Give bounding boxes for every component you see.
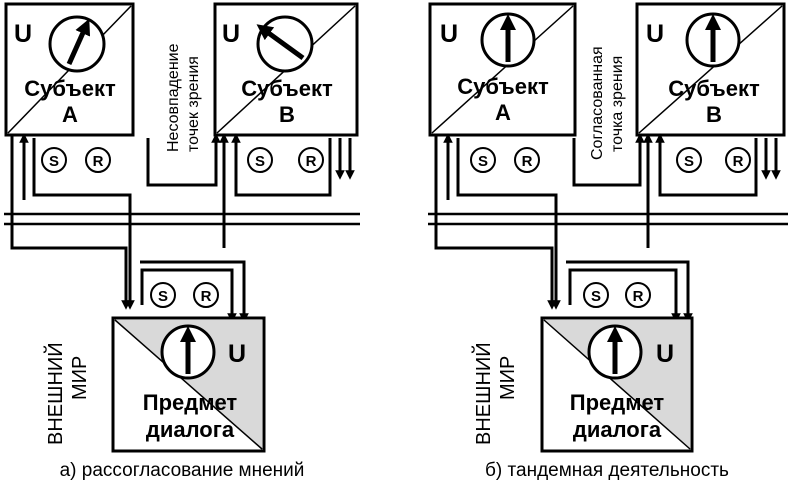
outer-world-line1: ВНЕШНИЙ [43, 342, 67, 445]
r-circle-icon: R [85, 147, 111, 173]
object-subtitle: диалога [573, 417, 662, 442]
subject-b-title: Субъект [241, 76, 333, 101]
svg-text:R: R [733, 153, 744, 170]
subject-a-title: Субъект [24, 76, 116, 101]
dial-arrow-icon [160, 324, 216, 380]
svg-text:R: R [522, 153, 533, 170]
dial-arrow-icon [685, 12, 741, 68]
svg-text:R: R [201, 288, 212, 305]
r-circle-icon: R [193, 282, 219, 308]
panel-left: U Субъект А U Субъект В Несовпадение точ… [4, 2, 360, 481]
dial-arrow-icon [256, 15, 314, 73]
s-circle-icon: S [247, 147, 273, 173]
s-circle-icon: S [676, 147, 702, 173]
mismatch-label-line1: Несовпадение [165, 43, 182, 152]
s-circle-icon: S [583, 282, 609, 308]
dial-arrow-icon [48, 15, 106, 73]
dial-arrow-icon [587, 324, 643, 380]
subject-a-u-label: U [14, 20, 32, 48]
agreement-label-line2: точка зрения [609, 56, 626, 152]
subject-a-letter: А [495, 100, 511, 125]
panel-right: U Субъект А U Субъект В Согласованная то… [428, 2, 788, 481]
subject-a-title: Субъект [457, 74, 549, 99]
r-circle-icon: R [298, 147, 324, 173]
object-box: U Предмет диалога [540, 316, 694, 453]
mismatch-label-line2: точек зрения [185, 56, 202, 152]
r-circle-icon: R [625, 282, 651, 308]
subject-a-letter: А [62, 102, 78, 127]
subject-b-box: U Субъект В [635, 2, 786, 137]
subject-a-box: U Субъект А [4, 2, 135, 137]
subject-b-u-label: U [646, 20, 664, 48]
object-u-label: U [228, 340, 246, 368]
subject-b-letter: В [279, 102, 295, 127]
subject-b-letter: В [706, 102, 722, 127]
subject-b-title: Субъект [668, 76, 760, 101]
s-circle-icon: S [150, 282, 176, 308]
svg-text:S: S [255, 153, 265, 170]
object-title: Предмет [143, 390, 238, 415]
outer-world-line2: МИР [69, 356, 91, 400]
right-connection-lines [434, 133, 781, 323]
subject-a-box: U Субъект А [428, 2, 577, 137]
svg-text:R: R [306, 153, 317, 170]
svg-text:R: R [633, 288, 644, 305]
object-box: U Предмет диалога [111, 316, 266, 453]
dial-arrow-icon [480, 12, 536, 68]
s-circle-icon: S [470, 147, 496, 173]
subject-a-u-label: U [440, 20, 458, 48]
subject-b-box: U Субъект В [213, 2, 359, 137]
agreement-label-line1: Согласованная [589, 46, 606, 160]
subject-b-u-label: U [222, 20, 240, 48]
svg-text:S: S [158, 288, 168, 305]
object-u-label: U [656, 340, 674, 368]
svg-text:S: S [684, 153, 694, 170]
caption-left: а) рассогласование мнений [60, 460, 305, 481]
object-title: Предмет [570, 390, 665, 415]
svg-text:S: S [591, 288, 601, 305]
r-circle-icon: R [725, 147, 751, 173]
outer-world-line1: ВНЕШНИЙ [471, 342, 495, 445]
left-connection-lines [10, 133, 355, 323]
object-subtitle: диалога [146, 417, 235, 442]
svg-text:S: S [49, 153, 59, 170]
s-circle-icon: S [41, 147, 67, 173]
caption-right: б) тандемная деятельность [485, 460, 729, 481]
outer-world-line2: МИР [497, 356, 519, 400]
svg-text:R: R [93, 153, 104, 170]
r-circle-icon: R [514, 147, 540, 173]
svg-text:S: S [478, 153, 488, 170]
